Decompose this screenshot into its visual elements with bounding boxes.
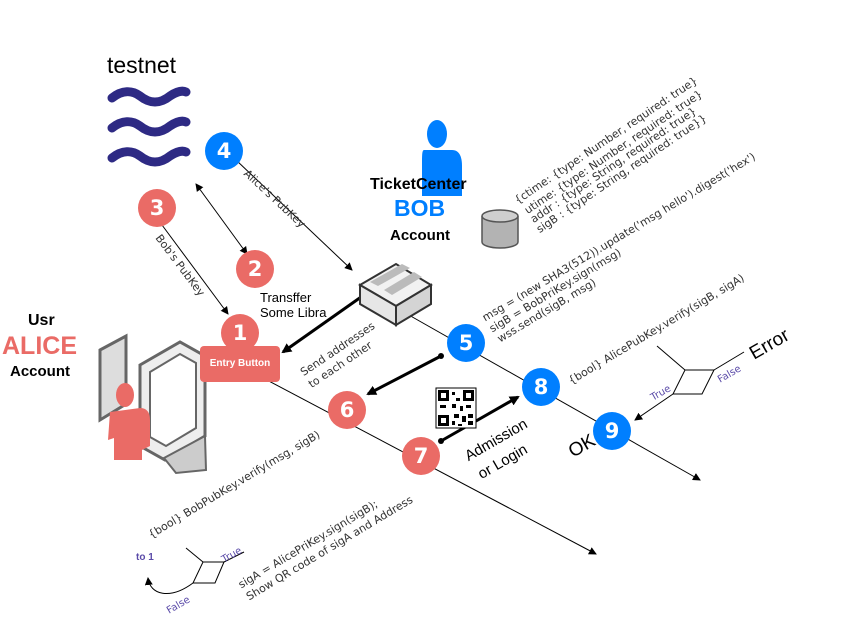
qr-code-icon — [435, 387, 477, 429]
alice-label-name: ALICE — [2, 332, 77, 360]
arrow-true-to-ok — [634, 393, 674, 421]
decision-diamond-bob — [672, 369, 715, 395]
arrow-send-addresses — [281, 288, 372, 354]
step-7-badge: 7 — [402, 437, 440, 475]
step-4-badge: 4 — [205, 132, 243, 170]
arrow-step5-to-6 — [366, 353, 444, 396]
arrow-testnet-alice — [195, 183, 248, 255]
arrow-step7-to-8 — [438, 395, 520, 444]
server-icon — [358, 262, 433, 327]
alice-label-usr: Usr — [28, 312, 55, 329]
entry-button[interactable]: Entry Button — [200, 346, 280, 382]
network-label: testnet — [107, 52, 177, 78]
to-1-label: to 1 — [136, 552, 154, 563]
step-5-badge: 5 — [447, 324, 485, 362]
alice-devices-icon — [98, 333, 208, 475]
decision-diamond-alice — [192, 561, 225, 584]
step-1-badge: 1 — [221, 314, 259, 352]
arrow-bob-pubkey — [161, 224, 229, 315]
database-icon — [481, 209, 519, 249]
step-3-badge: 3 — [138, 189, 176, 227]
step-8-badge: 8 — [522, 368, 560, 406]
bob-person-icon — [422, 120, 462, 196]
transfer-label-1: Transffer — [260, 290, 312, 305]
step-2-badge: 2 — [236, 250, 274, 288]
bob-label-ticketcenter: TicketCenter — [370, 176, 467, 193]
bob-label-name: BOB — [394, 195, 446, 221]
arrow-false-loop — [144, 577, 194, 595]
step-6-badge: 6 — [328, 391, 366, 429]
arrow-alice-pubkey — [235, 159, 353, 271]
entry-button-label: Entry Button — [209, 358, 271, 369]
transfer-label-2: Some Libra — [260, 305, 327, 320]
bob-label-account: Account — [390, 227, 450, 244]
alice-label-account: Account — [10, 363, 70, 380]
libra-logo-icon — [107, 86, 191, 167]
step-9-badge: 9 — [593, 412, 631, 450]
